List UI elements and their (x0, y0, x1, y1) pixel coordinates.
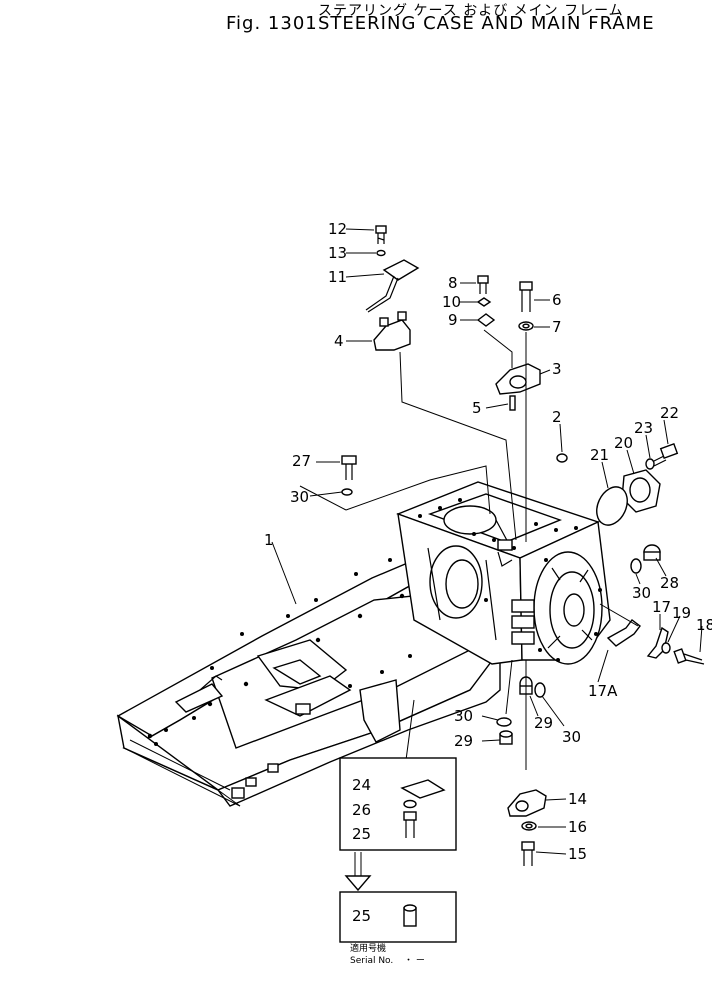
callout-23: 23 (634, 419, 653, 437)
callout-20: 20 (614, 434, 633, 452)
callout-30-right: 30 (632, 584, 651, 602)
callout-21: 21 (590, 446, 609, 464)
callout-22: 22 (660, 404, 679, 422)
callout-24: 24 (352, 776, 371, 794)
callout-25-alt: 25 (352, 907, 371, 925)
callout-26: 26 (352, 801, 371, 819)
leader-lines (271, 228, 703, 917)
callout-15: 15 (568, 845, 587, 863)
callout-18: 18 (696, 616, 712, 634)
callout-28: 28 (660, 574, 679, 592)
serial-value: ・ ー (404, 956, 425, 966)
main-frame-drawing (116, 537, 503, 807)
callout-17a: 17A (588, 682, 618, 700)
callout-30-lower: 30 (454, 707, 473, 725)
parts-drawing (341, 225, 705, 866)
alternate-inset-box (339, 891, 457, 943)
callout-13: 13 (328, 244, 347, 262)
callout-14: 14 (568, 790, 587, 808)
callout-1: 1 (264, 531, 274, 549)
callout-27: 27 (292, 452, 311, 470)
callout-7: 7 (552, 318, 562, 336)
figure-title: STEERING CASE AND MAIN FRAME (318, 13, 655, 34)
callout-30-bottom: 30 (562, 728, 581, 746)
callout-16: 16 (568, 818, 587, 836)
serial-label: Serial No. (350, 956, 393, 966)
figure-number: Fig. 1301 (226, 13, 318, 34)
callout-19: 19 (672, 604, 691, 622)
replacement-arrow (344, 852, 372, 892)
steering-case-drawing (396, 481, 611, 665)
callout-11: 11 (328, 268, 347, 286)
callout-10: 10 (442, 293, 461, 311)
callout-6: 6 (552, 291, 562, 309)
callout-29-lower: 29 (454, 732, 473, 750)
callout-3: 3 (552, 360, 562, 378)
detail-inset-box (339, 757, 457, 851)
callout-8: 8 (448, 274, 458, 292)
callout-25: 25 (352, 825, 371, 843)
serial-label-jp: 適用号機 (350, 942, 386, 954)
callout-2: 2 (552, 408, 562, 426)
callout-12: 12 (328, 220, 347, 238)
callout-5: 5 (472, 399, 482, 417)
japanese-title: ステアリング ケース および メイン フレーム (318, 3, 624, 19)
callout-9: 9 (448, 311, 458, 329)
callout-labels: 12 13 11 4 8 10 9 6 7 3 5 2 22 23 20 21 … (264, 220, 712, 966)
callout-29-right: 29 (534, 714, 553, 732)
callout-30-top: 30 (290, 488, 309, 506)
callout-17: 17 (652, 598, 671, 616)
callout-4: 4 (334, 332, 344, 350)
